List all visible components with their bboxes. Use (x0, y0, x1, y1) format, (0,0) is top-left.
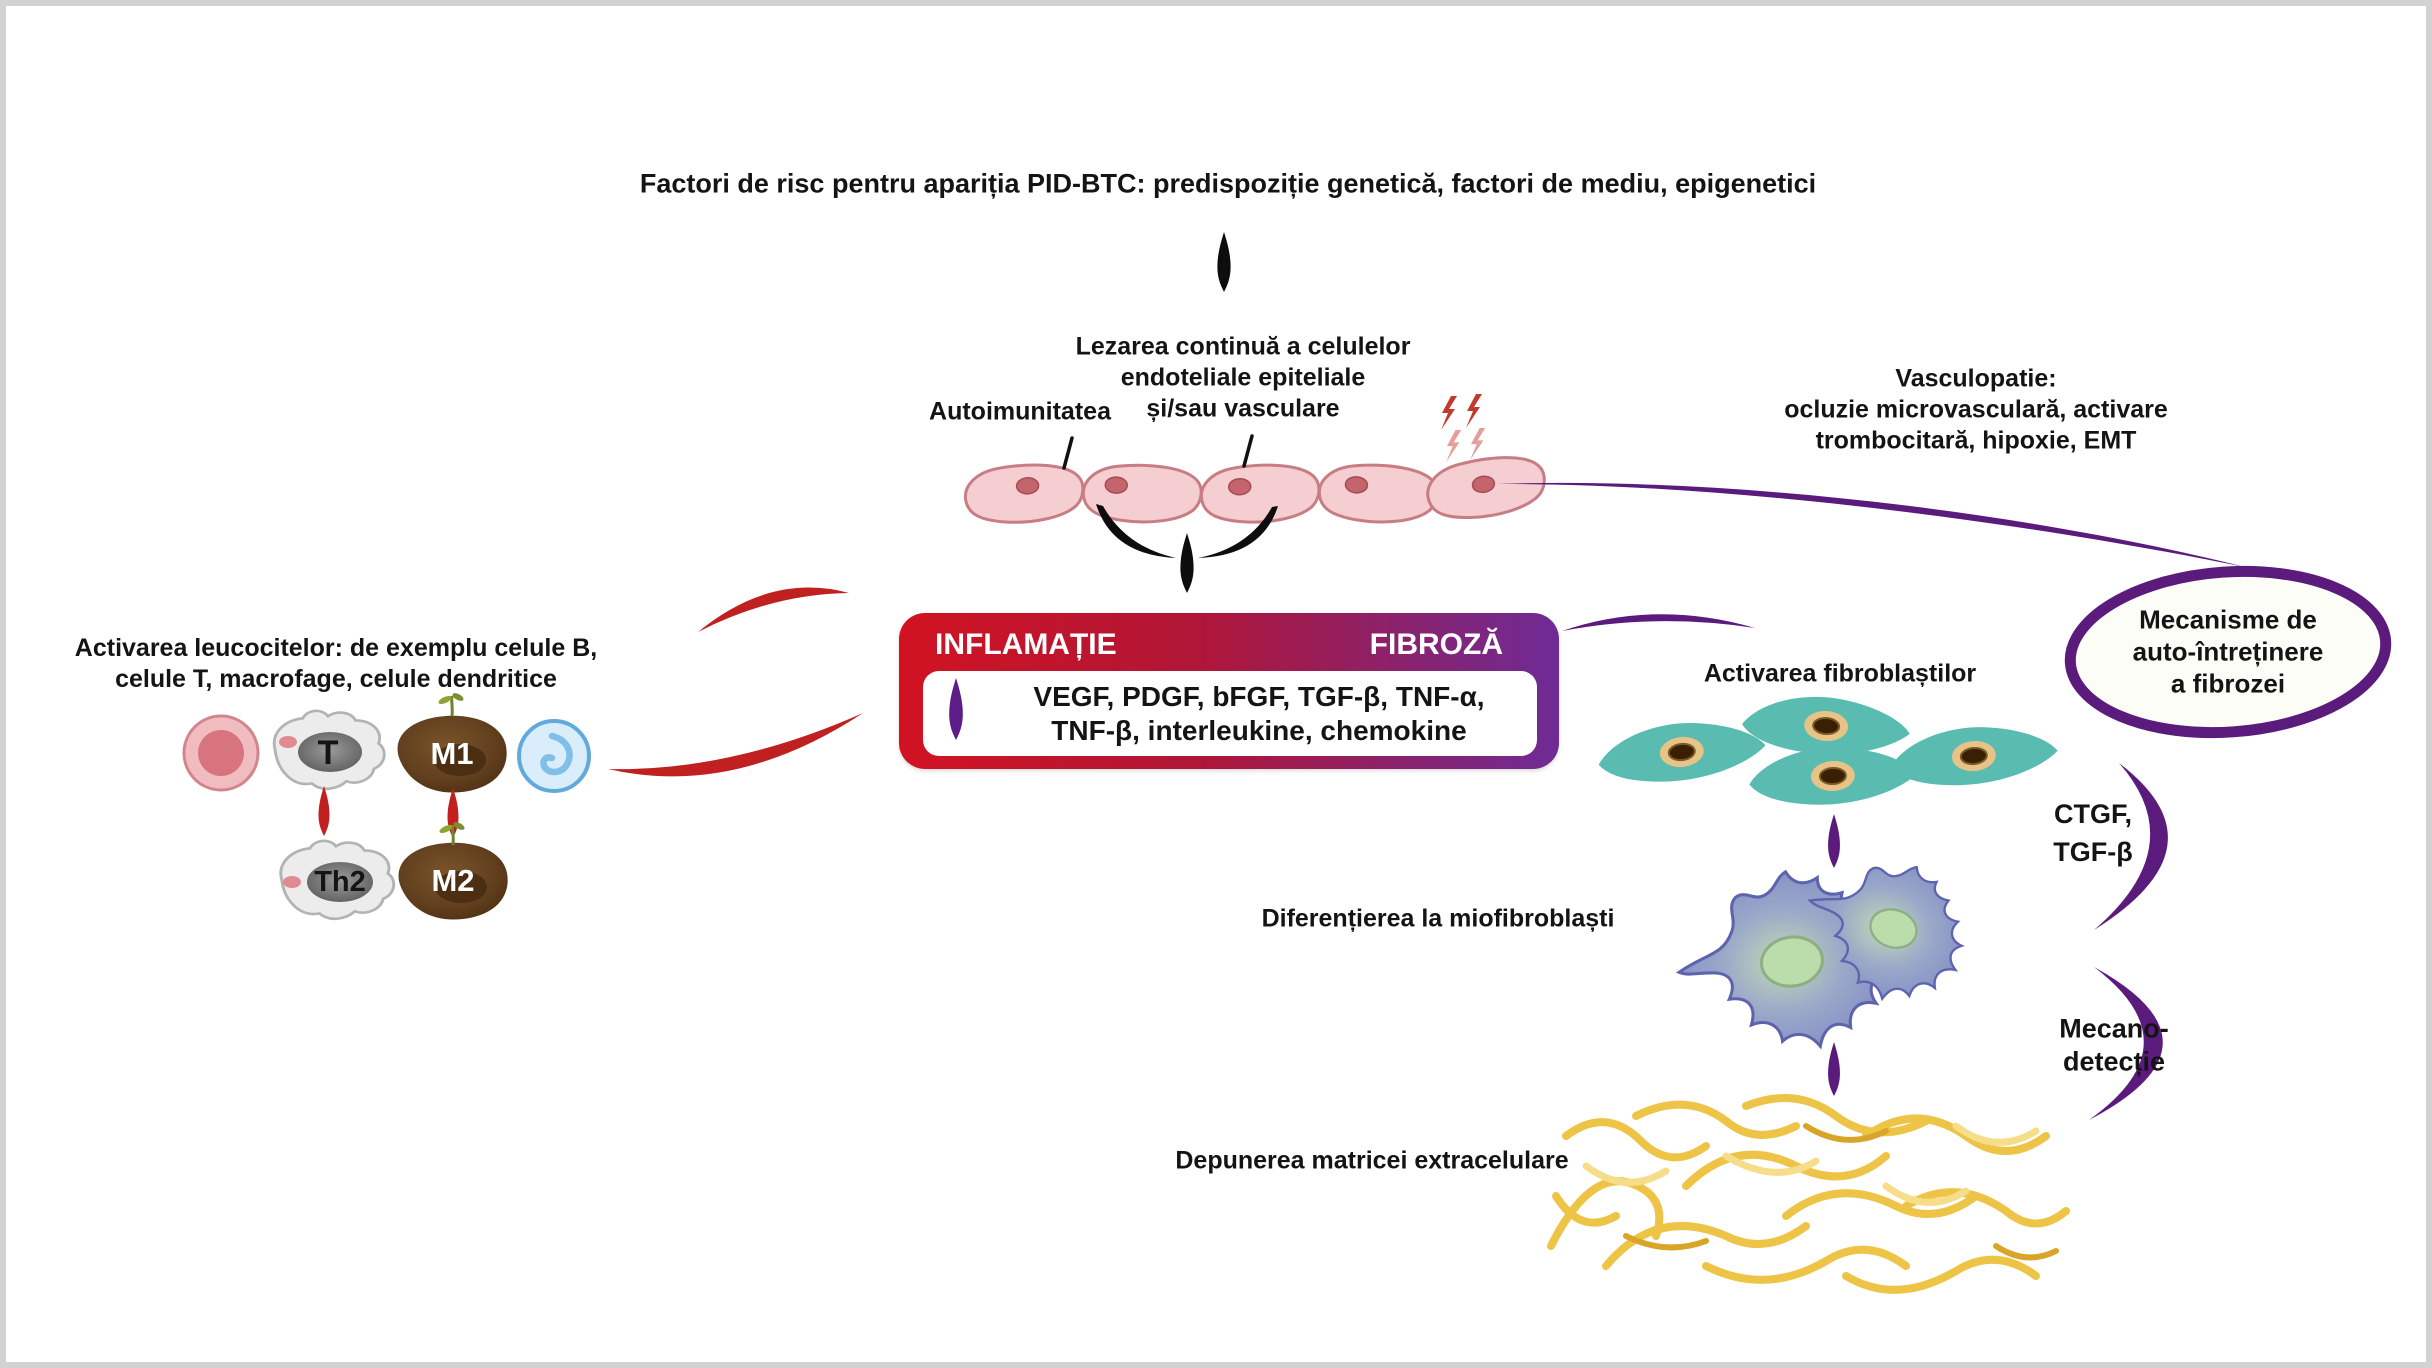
cycle-arrow-red-icon (608, 587, 863, 777)
risk-factors-title: Factori de risc pentru apariția PID-BTC:… (639, 168, 1817, 199)
autoimmunity-label: Autoimunitatea (929, 397, 1111, 426)
labels-layer: Factori de risc pentru apariția PID-BTC:… (6, 6, 2426, 1362)
vasculopathy-label: Vasculopatie: ocluzie microvasculară, ac… (1784, 364, 2168, 455)
fibroblast-cells-icon (1595, 691, 2060, 809)
self-maintenance-ellipse (2064, 565, 2392, 739)
injury-label: Lezarea continuă a celulelor endoteliale… (1075, 332, 1411, 423)
mediators-panel: VEGF, PDGF, bFGF, TGF-β, TNF-α, TNF-β, i… (923, 671, 1537, 756)
inflammation-label: INFLAMAȚIE (935, 628, 1117, 661)
m2-macrophage-icon (398, 822, 508, 920)
fibrosis-label: FIBROZĂ (1369, 628, 1503, 661)
diagram-artwork (182, 232, 2392, 1294)
mediators-label: VEGF, PDGF, bFGF, TGF-β, TNF-α, TNF-β, i… (1033, 680, 1485, 746)
fibroblast-activation-label: Activarea fibroblaștilor (1703, 659, 1977, 688)
m2-cell-label: M2 (431, 862, 475, 898)
self-maintenance-label: Mecanisme de auto-întreținere a fibrozei (2132, 604, 2324, 700)
arc-arrow-purple-icon (2089, 967, 2163, 1120)
m1-cell-label: M1 (430, 735, 474, 771)
mechanodetection-label: Mecano- detecție (2059, 1013, 2169, 1077)
arc-arrow-purple-icon (2094, 763, 2168, 930)
extracellular-matrix-icon (1547, 1094, 2070, 1294)
arc-arrow-purple-icon (1562, 614, 1755, 631)
th2-cell-icon (279, 839, 396, 921)
b-cell-icon (182, 714, 260, 792)
differentiation-label: Diferențierea la miofibroblaști (1261, 904, 1615, 933)
t-cell-icon (272, 709, 386, 791)
matrix-deposition-label: Depunerea matricei extracelulare (1175, 1146, 1569, 1175)
t-cell-label: T (317, 733, 339, 772)
dendritic-cell-icon (517, 719, 591, 793)
myofibroblast-cells-icon (1665, 837, 1984, 1066)
inflammation-fibrosis-box: INFLAMAȚIE FIBROZĂ VEGF, PDGF, bFGF, TGF… (899, 613, 1559, 769)
ctgf-label: CTGF, TGF-β (2053, 799, 2133, 867)
th2-cell-label: Th2 (314, 866, 366, 899)
convergence-brace-icon (1096, 504, 1278, 593)
epithelial-cells-icon (962, 434, 1550, 527)
m1-macrophage-icon (397, 693, 507, 793)
leukocyte-activation-label: Activarea leucocitelor: de exemplu celul… (74, 634, 598, 693)
